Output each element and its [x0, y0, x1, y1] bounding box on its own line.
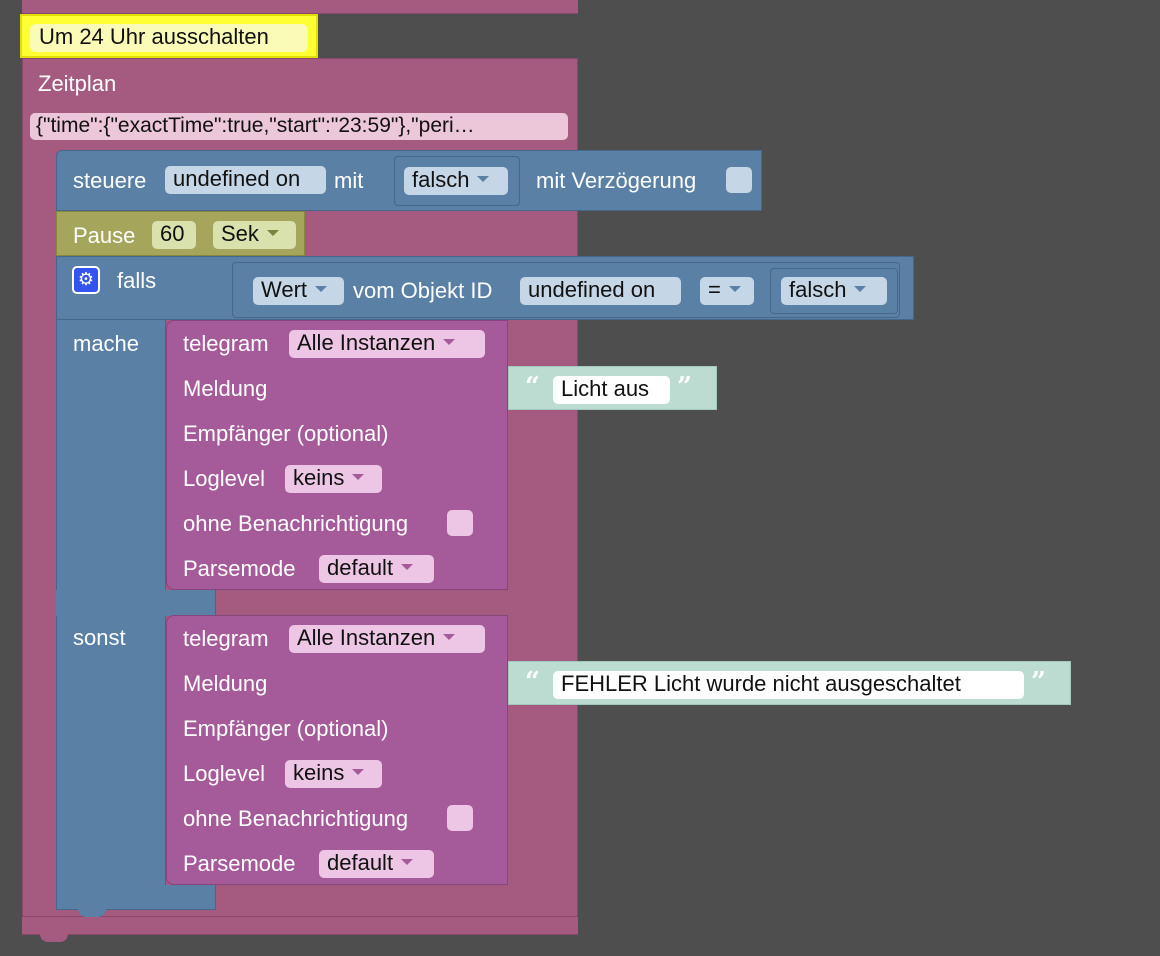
- telegram-else-message-label: Meldung: [183, 671, 268, 696]
- telegram-else-loglevel-label: Loglevel: [183, 761, 265, 786]
- condition-operator-text: =: [708, 277, 721, 302]
- if-falls-label: falls: [117, 268, 157, 293]
- schedule-block-bottom: [22, 916, 578, 935]
- condition-property-text: Wert: [261, 277, 308, 302]
- text-else-field[interactable]: FEHLER Licht wurde nicht ausgeschaltet: [553, 671, 1024, 699]
- open-quote-icon: “: [525, 667, 540, 697]
- telegram-else-title: telegram: [183, 626, 269, 651]
- if-sonst-label: sonst: [73, 625, 126, 650]
- pause-value-field[interactable]: 60: [152, 221, 196, 249]
- gear-icon[interactable]: ⚙: [72, 266, 100, 294]
- if-else-divider: [56, 590, 216, 616]
- condition-compare-dropdown[interactable]: falsch: [781, 277, 887, 305]
- control-delay-label: mit Verzögerung: [536, 168, 697, 193]
- telegram-then-instance-text: Alle Instanzen: [297, 330, 436, 355]
- telegram-then-loglevel-label: Loglevel: [183, 466, 265, 491]
- schedule-bottom-notch: [40, 934, 68, 942]
- control-value-dropdown[interactable]: falsch: [404, 167, 508, 195]
- telegram-block-else[interactable]: [166, 615, 508, 885]
- schedule-label: Zeitplan: [38, 71, 117, 96]
- telegram-then-parsemode-dropdown[interactable]: default: [319, 555, 434, 583]
- condition-of-label: vom Objekt ID: [353, 278, 493, 303]
- control-object-field[interactable]: undefined on: [165, 166, 326, 194]
- telegram-else-loglevel-text: keins: [293, 760, 345, 785]
- telegram-then-loglevel-text: keins: [293, 465, 345, 490]
- close-quote-icon: ”: [1031, 667, 1046, 697]
- previous-block-stub[interactable]: [22, 0, 578, 14]
- telegram-else-silent-label: ohne Benachrichtigung: [183, 806, 409, 831]
- condition-object-field[interactable]: undefined on: [520, 277, 681, 305]
- condition-compare-socket: [770, 268, 898, 314]
- telegram-else-parsemode-dropdown[interactable]: default: [319, 850, 434, 878]
- telegram-then-loglevel-dropdown[interactable]: keins: [285, 465, 382, 493]
- control-block[interactable]: [56, 150, 762, 211]
- telegram-block-then[interactable]: [166, 320, 508, 590]
- control-mit-label: mit: [334, 168, 364, 193]
- pause-unit-text: Sek: [221, 221, 259, 246]
- telegram-then-title: telegram: [183, 331, 269, 356]
- text-then-field[interactable]: Licht aus: [553, 376, 670, 404]
- control-steuere-label: steuere: [73, 168, 147, 193]
- if-bottom-notch: [78, 909, 106, 917]
- telegram-then-parsemode-text: default: [327, 555, 394, 580]
- control-value-text: falsch: [412, 167, 470, 192]
- comment-text[interactable]: Um 24 Uhr ausschalten: [30, 24, 308, 52]
- condition-compare-text: falsch: [789, 277, 847, 302]
- telegram-then-parsemode-label: Parsemode: [183, 556, 296, 581]
- pause-unit-dropdown[interactable]: Sek: [213, 221, 296, 249]
- condition-operator-dropdown[interactable]: =: [700, 277, 754, 305]
- if-block-footer: [56, 885, 216, 910]
- telegram-else-instance-text: Alle Instanzen: [297, 625, 436, 650]
- telegram-else-parsemode-label: Parsemode: [183, 851, 296, 876]
- telegram-then-message-label: Meldung: [183, 376, 268, 401]
- telegram-then-silent-label: ohne Benachrichtigung: [183, 511, 409, 536]
- telegram-then-silent-checkbox[interactable]: [447, 510, 473, 536]
- telegram-else-instance-dropdown[interactable]: Alle Instanzen: [289, 625, 485, 653]
- telegram-else-silent-checkbox[interactable]: [447, 805, 473, 831]
- telegram-else-loglevel-dropdown[interactable]: keins: [285, 760, 382, 788]
- telegram-else-parsemode-text: default: [327, 850, 394, 875]
- pause-label: Pause: [73, 223, 136, 248]
- close-quote-icon: ”: [677, 372, 692, 402]
- condition-property-dropdown[interactable]: Wert: [253, 277, 344, 305]
- telegram-then-recipient-label: Empfänger (optional): [183, 421, 389, 446]
- telegram-else-recipient-label: Empfänger (optional): [183, 716, 389, 741]
- schedule-config-field[interactable]: {"time":{"exactTime":true,"start":"23:59…: [30, 113, 568, 140]
- condition-socket: [232, 262, 900, 318]
- if-header[interactable]: [56, 256, 914, 320]
- control-delay-checkbox[interactable]: [726, 167, 752, 193]
- telegram-then-instance-dropdown[interactable]: Alle Instanzen: [289, 330, 485, 358]
- control-value-socket: [394, 156, 520, 206]
- if-mache-label: mache: [73, 331, 140, 356]
- open-quote-icon: “: [525, 372, 540, 402]
